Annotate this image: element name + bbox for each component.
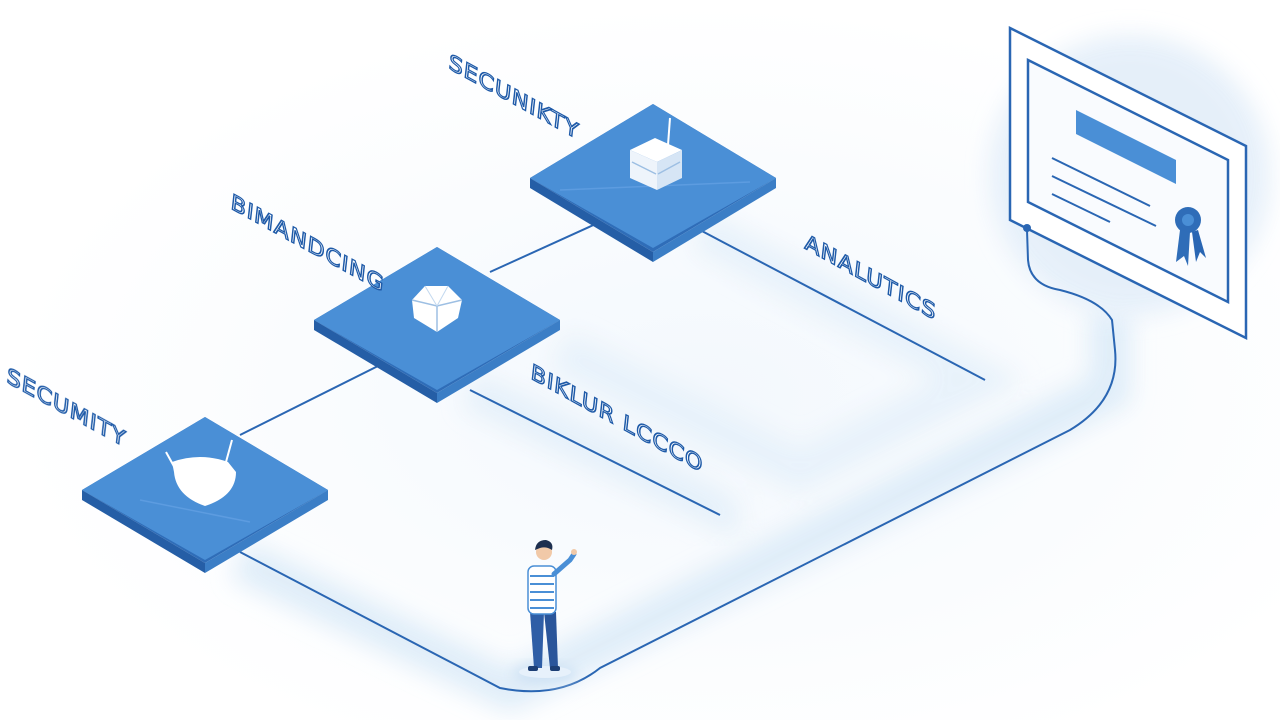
shield-icon	[165, 439, 236, 506]
person-figure	[513, 540, 577, 684]
tile-bottom[interactable]	[82, 417, 328, 573]
connector-lines	[239, 221, 1117, 693]
connector-middle-to-top	[489, 221, 601, 273]
award-ribbon-icon	[1175, 207, 1206, 266]
building-stack-icon	[630, 117, 682, 190]
gem-icon	[411, 285, 463, 332]
tile-middle[interactable]	[314, 247, 560, 403]
connector-bottom-to-middle	[239, 364, 381, 436]
connector-top-analytics	[699, 229, 986, 381]
certificate-card[interactable]	[1008, 25, 1248, 341]
connector-main-route	[239, 229, 1117, 693]
certificate-title-bar	[1076, 110, 1176, 184]
connector-middle-brand	[469, 389, 721, 516]
tile-top[interactable]	[530, 104, 776, 262]
